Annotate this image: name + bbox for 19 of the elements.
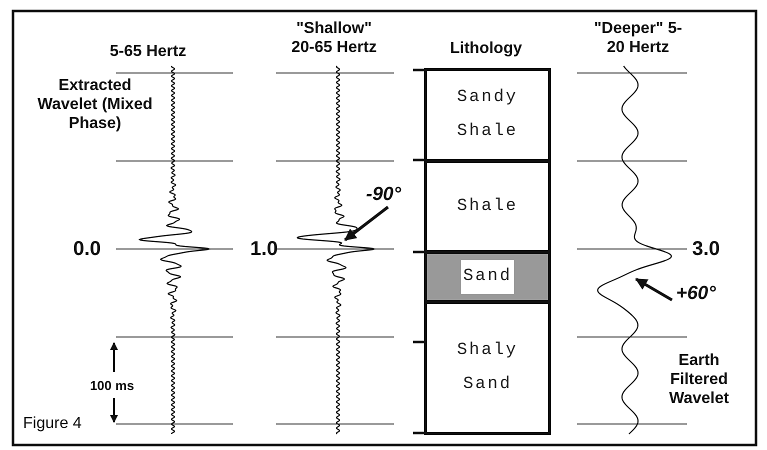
column-heading: "Deeper" 5-20 Hertz bbox=[593, 19, 683, 57]
lithology-layer: Shaly Sand bbox=[424, 301, 551, 435]
wavelet-caption: Extracted Wavelet (Mixed Phase) bbox=[36, 76, 154, 133]
arrow bbox=[344, 206, 389, 242]
figure-caption: Figure 4 bbox=[23, 414, 82, 433]
phase-label: -90° bbox=[366, 184, 402, 206]
phase-label: +60° bbox=[676, 283, 716, 305]
lithology-layer: Sandy Shale bbox=[424, 68, 551, 162]
column-heading: Lithology bbox=[449, 39, 523, 58]
wavelet-caption: Earth Filtered Wavelet bbox=[668, 351, 730, 408]
lithology-layer: Sand bbox=[424, 251, 551, 303]
lithology-layer: Shale bbox=[424, 160, 551, 253]
column-heading: "Shallow" 20-65 Hertz bbox=[290, 19, 378, 57]
time-value: 1.0 bbox=[249, 237, 279, 261]
arrow bbox=[635, 278, 673, 302]
time-value: 3.0 bbox=[691, 237, 721, 261]
time-value: 0.0 bbox=[72, 237, 102, 261]
column-heading: 5-65 Hertz bbox=[108, 42, 188, 61]
dimension-label: 100 ms bbox=[88, 377, 136, 395]
